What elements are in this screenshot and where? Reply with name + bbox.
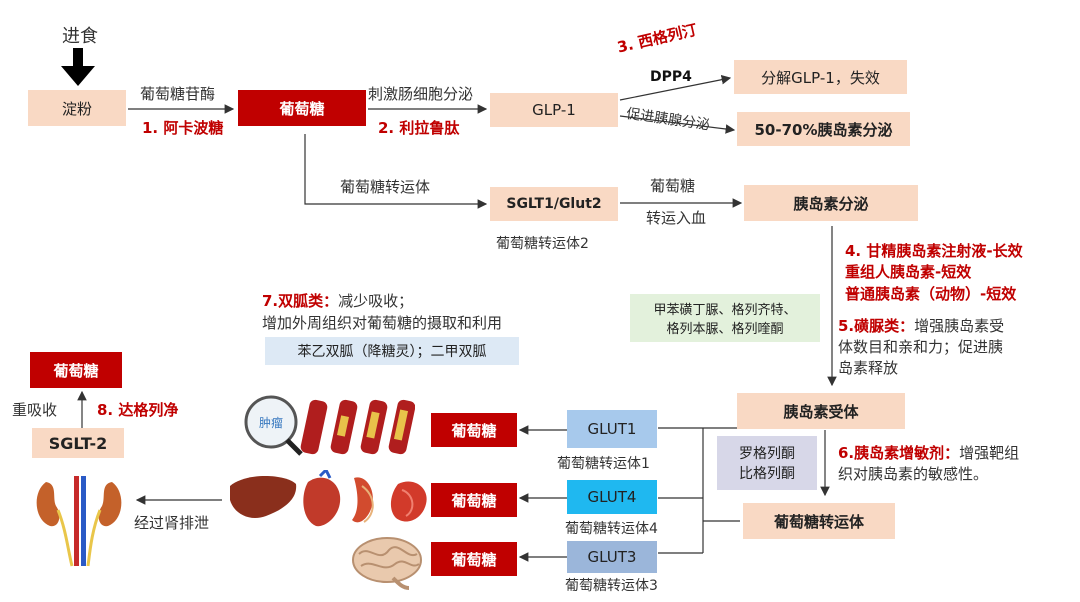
reabsorb-label: 重吸收 [12,401,58,419]
drug5-text: 5.磺脲类：增强胰岛素受 体数目和亲和力；促进胰 岛素释放 [838,316,1058,379]
glut3-box: GLUT3 [567,541,657,573]
drug7-line2: 增加外周组织对葡萄糖的摄取和利用 [262,314,503,332]
brain-image [352,537,422,590]
sulfonylurea-line1: 甲苯磺丁脲、格列齐特、 [653,303,797,318]
organs-image [230,470,427,527]
glucose-box-1: 葡萄糖 [431,413,517,447]
drug5-line3: 岛素释放 [838,359,899,377]
sulfonylurea-box: 甲苯磺丁脲、格列齐特、 格列本脲、格列喹酮 [630,294,820,342]
glucose-box-3: 葡萄糖 [431,542,517,576]
biguanide-box: 苯乙双胍（降糖灵）；二甲双胍 [265,337,519,365]
drug6-line1: 增强靶组 [959,444,1020,462]
glut4-label: 葡萄糖转运体4 [565,521,658,537]
drug5-title: 5.磺脲类： [838,317,915,335]
glut1-box: GLUT1 [567,410,657,448]
drug7-title: 7.双胍类： [262,292,339,310]
kidney-image [36,476,122,567]
glut1-label: 葡萄糖转运体1 [557,456,650,472]
glut4-box: GLUT4 [567,480,657,514]
dpp4-label: DPP4 [650,69,692,85]
blood-vessels-image: 肿瘤 [244,395,415,456]
starch-box: 淀粉 [28,90,126,126]
insulin-receptor-box: 胰岛素受体 [737,393,905,429]
magnifier-text: 肿瘤 [259,415,283,430]
drug1-acarbose: 1. 阿卡波糖 [142,119,224,137]
transporter2-label: 葡萄糖转运体2 [496,236,589,252]
to-blood-label: 转运入血 [646,209,707,227]
sulfonylurea-line2: 格列本脲、格列喹酮 [666,322,784,337]
stimulate-label: 刺激肠细胞分泌 [368,85,474,103]
glucose-transporter-box: 葡萄糖转运体 [743,503,895,539]
drug2-liraglutide: 2. 利拉鲁肽 [378,119,460,137]
drug7-text: 7.双胍类：减少吸收； 增加外周组织对葡萄糖的摄取和利用 [262,290,502,334]
glucose-word-label: 葡萄糖 [650,177,696,195]
glucose-box-2: 葡萄糖 [431,483,517,517]
drug6-text: 6.胰岛素增敏剂：增强靶组 织对胰岛素的敏感性。 [838,443,1058,485]
kidney-excrete-label: 经过肾排泄 [134,514,210,532]
glucose-transporter-label: 葡萄糖转运体 [340,178,431,196]
glut3-label: 葡萄糖转运体3 [565,578,658,594]
drug4-line2: 重组人胰岛素-短效 [845,263,972,281]
drug6-line2: 织对胰岛素的敏感性。 [838,465,989,483]
tzd-line2: 比格列酮 [739,466,795,482]
drug8-dapagliflozin: 8. 达格列净 [97,401,179,419]
glucose-box-left: 葡萄糖 [30,352,122,388]
drug7-line1: 减少吸收； [338,292,414,310]
drug5-line2: 体数目和亲和力；促进胰 [838,338,1004,356]
tzd-box: 罗格列酮 比格列酮 [717,436,817,490]
glp1-box: GLP-1 [490,93,618,127]
tzd-line1: 罗格列酮 [739,446,795,462]
drug5-line1: 增强胰岛素受 [914,317,1005,335]
drug6-title: 6.胰岛素增敏剂： [838,444,960,462]
drug4-line1: 4. 甘精胰岛素注射液-长效 [845,242,1023,260]
sglt1-box: SGLT1/Glut2 [490,187,618,221]
sglt2-box: SGLT-2 [32,428,124,458]
eat-label: 进食 [62,26,98,47]
drug4-line3: 普通胰岛素（动物）-短效 [845,285,1017,303]
insulin-secretion-box: 胰岛素分泌 [744,185,918,221]
glucosidase-label: 葡萄糖苷酶 [140,85,216,103]
degrade-box: 分解GLP-1，失效 [734,60,907,94]
insulin-pct-box: 50-70%胰岛素分泌 [737,112,910,146]
glucose-box: 葡萄糖 [238,90,366,126]
